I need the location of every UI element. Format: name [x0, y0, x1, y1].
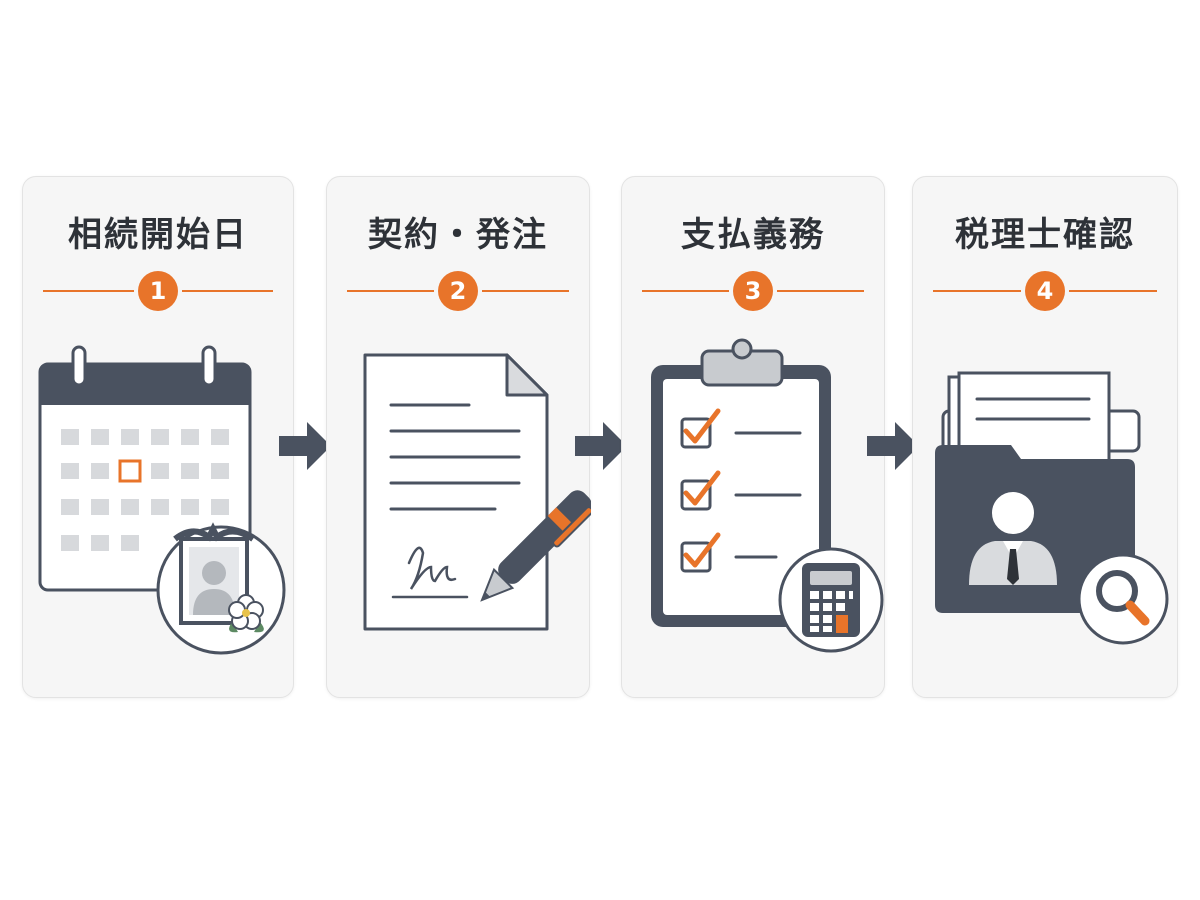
- step-number-row: 2: [347, 271, 569, 311]
- divider-line: [933, 290, 1021, 292]
- step-title: 相続開始日: [68, 215, 248, 255]
- step-number-badge: 4: [1025, 271, 1065, 311]
- step-card-3: 支払義務 3: [621, 176, 885, 698]
- right-arrow-icon: [279, 422, 331, 470]
- step-card-4: 税理士確認 4: [912, 176, 1178, 698]
- divider-line: [482, 290, 569, 292]
- calendar-memorial-icon: [38, 345, 286, 655]
- step-number-badge: 1: [138, 271, 178, 311]
- step-card-1: 相続開始日 1: [22, 176, 294, 698]
- step-title: 税理士確認: [955, 215, 1135, 255]
- right-arrow-icon: [575, 422, 627, 470]
- divider-line: [642, 290, 729, 292]
- clipboard-checklist-calculator-icon: [651, 338, 884, 653]
- step-number-badge: 2: [438, 271, 478, 311]
- divider-line: [1069, 290, 1157, 292]
- step-title: 契約・発注: [368, 215, 548, 255]
- contract-signature-icon: [363, 353, 591, 631]
- step-number-row: 4: [933, 271, 1157, 311]
- step-number-row: 1: [43, 271, 273, 311]
- step-card-2: 契約・発注 2: [326, 176, 591, 698]
- folder-person-search-icon: [935, 371, 1169, 645]
- step-title: 支払義務: [681, 215, 825, 255]
- divider-line: [347, 290, 434, 292]
- divider-line: [777, 290, 864, 292]
- right-arrow-icon: [867, 422, 919, 470]
- step-number-badge: 3: [733, 271, 773, 311]
- step-number-row: 3: [642, 271, 864, 311]
- divider-line: [182, 290, 273, 292]
- divider-line: [43, 290, 134, 292]
